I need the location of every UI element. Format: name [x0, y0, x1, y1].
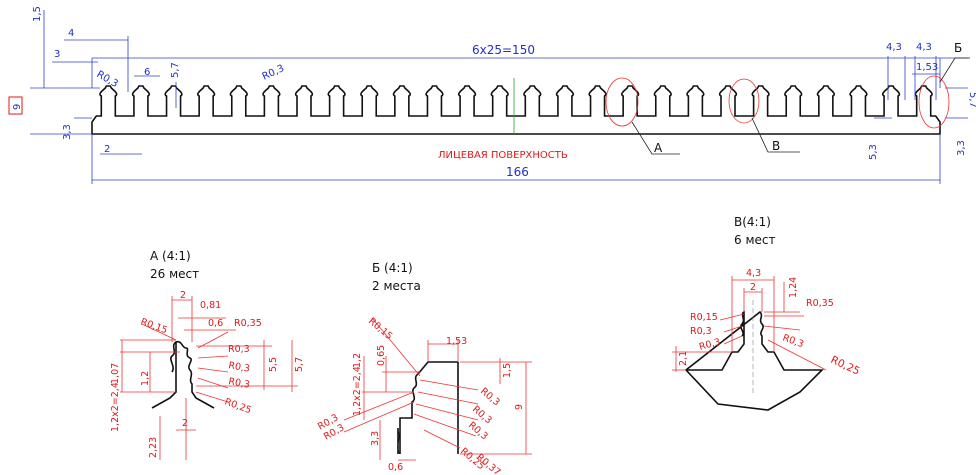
callout-b: Б — [954, 41, 962, 55]
dim-3: 3 — [54, 49, 60, 60]
detail-v-count: 6 мест — [734, 233, 775, 247]
a-dim-5-5: 5,5 — [268, 357, 279, 372]
dim-5-3: 5,3 — [868, 144, 879, 160]
b-dim-0-65: 0,65 — [376, 345, 387, 366]
detail-b-outline — [397, 361, 459, 454]
callout-v: В — [772, 139, 780, 153]
a-dim-r0-3-b: R0,3 — [227, 360, 250, 375]
detail-v-dimension-lines — [672, 276, 827, 372]
detail-b-dimension-lines — [343, 317, 532, 461]
dim-4: 4 — [68, 28, 74, 39]
detail-a-outline-left — [170, 341, 177, 373]
callout-a: А — [654, 141, 663, 155]
profile-outline — [91, 85, 941, 135]
a-dim-r0-35: R0,35 — [234, 318, 262, 329]
v-dim-r0-3-c: R0,3 — [781, 332, 805, 350]
dim-r0-3-b: R0,3 — [261, 63, 286, 83]
detail-a-dimension-lines — [120, 296, 298, 460]
dim-166: 166 — [506, 165, 529, 179]
callout-markers — [605, 75, 950, 129]
b-dim-r0-3-a: R0,3 — [478, 386, 502, 408]
dim-r0-3-a: R0,3 — [95, 69, 120, 90]
dim-6: 6 — [144, 67, 150, 78]
main-dimension-lines — [30, 10, 968, 184]
b-dim-r0-15: R0,15 — [366, 316, 394, 342]
v-dim-4-3: 4,3 — [746, 268, 761, 279]
b-dim-1-2x2: 1,2х2=2,4 — [352, 366, 363, 416]
dim-5-7-a: 5,7 — [170, 62, 181, 78]
dim-9: 9 — [12, 104, 23, 110]
dim-4-3-a: 4,3 — [886, 42, 902, 53]
a-dim-1-07: 1,07 — [110, 363, 121, 384]
detail-a-outline — [151, 340, 215, 409]
detail-b-break-line — [397, 429, 401, 455]
b-dim-1-5: 1,5 — [502, 363, 513, 378]
face-surface-label: ЛИЦЕВАЯ ПОВЕРХНОСТЬ — [438, 150, 568, 161]
a-dim-0-6: 0,6 — [208, 318, 223, 329]
callout-leaders — [631, 57, 970, 155]
a-dim-2: 2 — [180, 290, 186, 301]
a-dim-2-23: 2,23 — [148, 437, 159, 458]
b-dim-0-6: 0,6 — [388, 462, 403, 473]
a-dim-r0-25: R0,25 — [223, 396, 253, 416]
dim-5-7-b: 5,7 — [967, 92, 976, 108]
detail-b-title: Б (4:1) — [372, 261, 413, 275]
dim-3-3-b: 3,3 — [956, 140, 967, 156]
v-dim-r0-25: R0,25 — [829, 354, 862, 378]
a-dim-r0-3-a: R0,3 — [228, 344, 250, 355]
a-dim-1-2: 1,2 — [140, 371, 151, 386]
b-dim-r0-37: R0,37 — [474, 452, 502, 475]
b-dim-1-53: 1,53 — [446, 336, 467, 347]
a-dim-r0-3-c: R0,3 — [227, 376, 250, 391]
v-dim-1-24: 1,24 — [788, 277, 799, 298]
v-dim-r0-3-b: R0,3 — [698, 337, 722, 353]
dim-2: 2 — [104, 144, 110, 155]
detail-v-outline — [684, 310, 824, 411]
detail-v-title: В(4:1) — [734, 215, 771, 229]
dim-4-3-b: 4,3 — [916, 42, 932, 53]
detail-a-view: А (4:1) 26 мест — [110, 249, 305, 460]
detail-a-count: 26 мест — [150, 267, 199, 281]
b-dim-1-2: 1,2 — [352, 353, 363, 368]
dim-1-5: 1,5 — [32, 6, 43, 22]
v-dim-r0-15: R0,15 — [690, 312, 718, 323]
a-dim-1-2x2: 1,2х2=2,4 — [110, 382, 121, 432]
a-dim-r0-15: R0,15 — [139, 316, 169, 336]
v-dim-r0-35: R0,35 — [806, 298, 834, 309]
a-dim-2-b: 2 — [182, 418, 188, 429]
b-dim-9: 9 — [514, 404, 525, 410]
dim-pitch: 6x25=150 — [472, 43, 535, 57]
detail-v-view: В(4:1) 6 мест 4,3 2 1,24 R0,35 R0,15 — [672, 215, 862, 411]
dim-1-53: 1,53 — [916, 62, 938, 73]
v-dim-2-1: 2,1 — [678, 351, 689, 366]
main-profile-view: 1,5 4 3 R0,3 6 5,7 R0,3 6x25=150 4,3 4,3… — [8, 6, 976, 184]
v-dim-r0-3-a: R0,3 — [690, 326, 712, 337]
height-marker-box — [8, 96, 23, 115]
detail-a-title: А (4:1) — [150, 249, 191, 263]
detail-b-view: Б (4:1) 2 места R0,15 — [316, 261, 532, 475]
a-dim-5-7: 5,7 — [294, 357, 305, 372]
b-dim-3-3: 3,3 — [370, 431, 381, 446]
detail-b-count: 2 места — [372, 279, 421, 293]
dim-3-3-a: 3,3 — [62, 124, 73, 140]
v-dim-2: 2 — [750, 282, 756, 293]
a-dim-0-81: 0,81 — [200, 300, 221, 311]
